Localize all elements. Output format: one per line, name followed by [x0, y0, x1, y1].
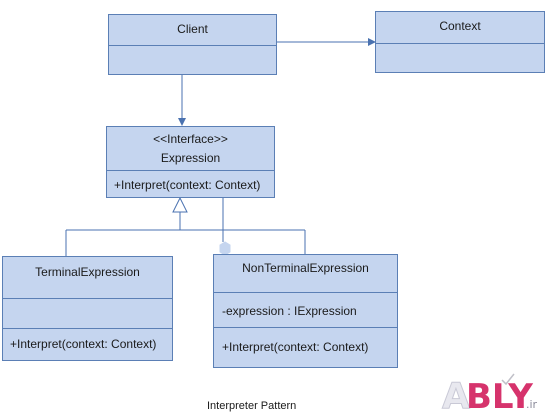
expression-class-name: Expression [160, 151, 221, 165]
svg-text:A: A [442, 376, 470, 414]
terminal-expression-class[interactable]: TerminalExpression +Interpret(context: C… [2, 256, 173, 361]
svg-text:.ir: .ir [526, 398, 538, 411]
terminal-attributes [3, 298, 172, 328]
client-body [109, 45, 276, 74]
expression-interface[interactable]: <<Interface>> Expression +Interpret(cont… [106, 126, 275, 198]
nonterminal-expression-class-name: NonTerminalExpression [242, 261, 369, 275]
expression-operation: +Interpret(context: Context) [114, 178, 261, 192]
inheritance-triangle [172, 196, 188, 213]
client-class-name: Client [177, 22, 208, 36]
nonterminal-expression-operation: +Interpret(context: Context) [222, 340, 369, 354]
terminal-expression-operation: +Interpret(context: Context) [10, 337, 157, 351]
terminal-expression-class-name: TerminalExpression [35, 265, 140, 279]
context-class[interactable]: Context [375, 11, 545, 73]
client-class[interactable]: Client [108, 14, 277, 75]
client-expression-arrowhead [178, 118, 186, 126]
nonterminal-expression-attribute: -expression : IExpression [222, 304, 357, 318]
context-body [376, 43, 544, 72]
svg-text:BLY: BLY [466, 377, 533, 414]
client-context-arrowhead [368, 38, 376, 46]
context-class-name: Context [439, 19, 481, 33]
expression-stereotype: <<Interface>> [153, 132, 228, 146]
nonterminal-expression-class[interactable]: NonTerminalExpression -expression : IExp… [213, 254, 398, 368]
ably-watermark-logo: A BLY .ir [440, 372, 540, 418]
